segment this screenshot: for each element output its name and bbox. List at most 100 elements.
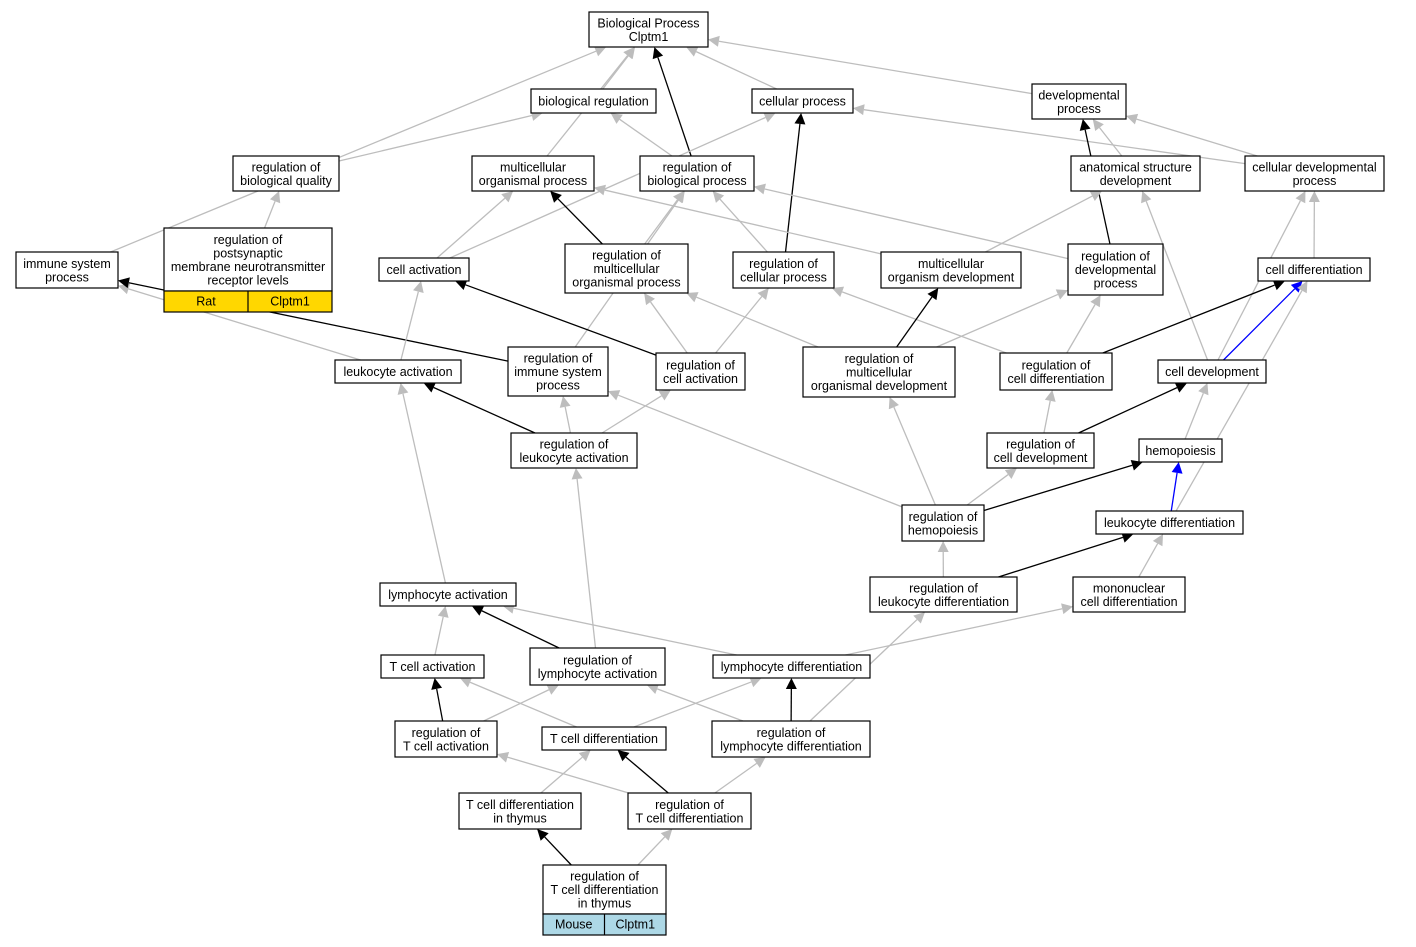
edge-arrowhead — [1044, 390, 1056, 402]
node-box — [1095, 510, 1244, 535]
go-term-node[interactable]: cell development — [1157, 359, 1267, 384]
edge-black — [998, 532, 1134, 578]
edge-black — [537, 829, 572, 866]
node-box — [379, 582, 517, 607]
go-term-node[interactable]: T cell activation — [380, 654, 485, 679]
node-label-line: regulation of — [666, 358, 735, 372]
node-label-line: process — [536, 379, 580, 393]
node-box — [627, 792, 752, 830]
go-term-node[interactable]: biological regulation — [530, 88, 657, 114]
go-term-node[interactable]: cell differentiation — [1257, 257, 1371, 282]
edge-arrowhead — [927, 288, 939, 301]
go-term-node[interactable]: lymphocyte differentiation — [712, 654, 871, 679]
edge-line — [1138, 543, 1159, 578]
node-box — [1070, 155, 1201, 192]
edge-line — [764, 188, 1069, 260]
edge-gray — [434, 606, 449, 656]
node-box — [529, 647, 666, 686]
edge-gray — [644, 293, 688, 354]
node-label-line: process — [1293, 174, 1337, 188]
node-label-line: regulation of — [909, 581, 978, 595]
edge-black — [896, 288, 939, 348]
edge-line — [576, 478, 597, 649]
edge-arrowhead — [1174, 382, 1188, 393]
edge-line — [110, 50, 597, 253]
node-label-line: multicellular — [846, 366, 912, 380]
edge-line — [715, 296, 763, 354]
edge-arrowhead — [550, 191, 562, 203]
edge-arrowhead — [1141, 191, 1152, 204]
node-box — [999, 352, 1113, 391]
edge-line — [1066, 304, 1096, 354]
node-box — [655, 352, 746, 391]
node-label-line: process — [1094, 277, 1138, 291]
edge-line — [1145, 201, 1209, 361]
edge-arrowhead — [1121, 532, 1134, 543]
node-label-line: Biological Process — [597, 16, 699, 30]
node-label-line: immune system — [514, 365, 602, 379]
edge-blue — [1223, 281, 1303, 361]
edge-black — [1078, 382, 1188, 434]
node-label-line: cell development — [1165, 365, 1259, 379]
edge-line — [400, 291, 419, 361]
node-label-line: lymphocyte activation — [388, 588, 508, 602]
edge-line — [483, 689, 550, 722]
node-label-line: developmental — [1075, 263, 1156, 277]
edge-arrowhead — [1092, 119, 1104, 132]
go-term-node[interactable]: leukocyte differentiation — [1095, 510, 1244, 535]
go-term-node[interactable]: T cell differentiation — [541, 726, 667, 751]
edge-arrowhead — [471, 605, 485, 616]
edge-gray — [853, 104, 1246, 165]
go-term-node[interactable]: hemopoiesis — [1138, 438, 1223, 463]
edge-arrowhead — [437, 606, 449, 618]
node-label-line: regulation of — [655, 798, 724, 812]
edge-black — [785, 678, 797, 722]
node-label-line: postsynaptic — [213, 246, 282, 260]
go-term-node[interactable]: leukocyte activation — [334, 359, 462, 384]
node-label-line: lymphocyte activation — [538, 667, 658, 681]
go-term-node[interactable]: regulation ofT cell activation — [394, 720, 498, 758]
go-term-node[interactable]: lymphocyte activation — [379, 582, 517, 607]
edge-line — [657, 57, 692, 157]
edge-gray — [502, 602, 737, 656]
edge-arrowhead — [1090, 295, 1101, 308]
go-term-node[interactable]: cell activation — [378, 257, 470, 282]
edge-arrowhead — [423, 382, 436, 393]
edge-line — [1223, 288, 1296, 361]
edge-line — [617, 394, 903, 508]
go-term-node[interactable]: cellular process — [751, 88, 854, 114]
edge-arrowhead — [501, 191, 514, 203]
go-term-node[interactable]: regulation ofT cell differentiation — [627, 792, 752, 830]
edge-gray — [397, 383, 447, 584]
edge-arrowhead — [686, 46, 699, 57]
edge-line — [644, 199, 678, 245]
node-label-line: biological quality — [240, 174, 332, 188]
